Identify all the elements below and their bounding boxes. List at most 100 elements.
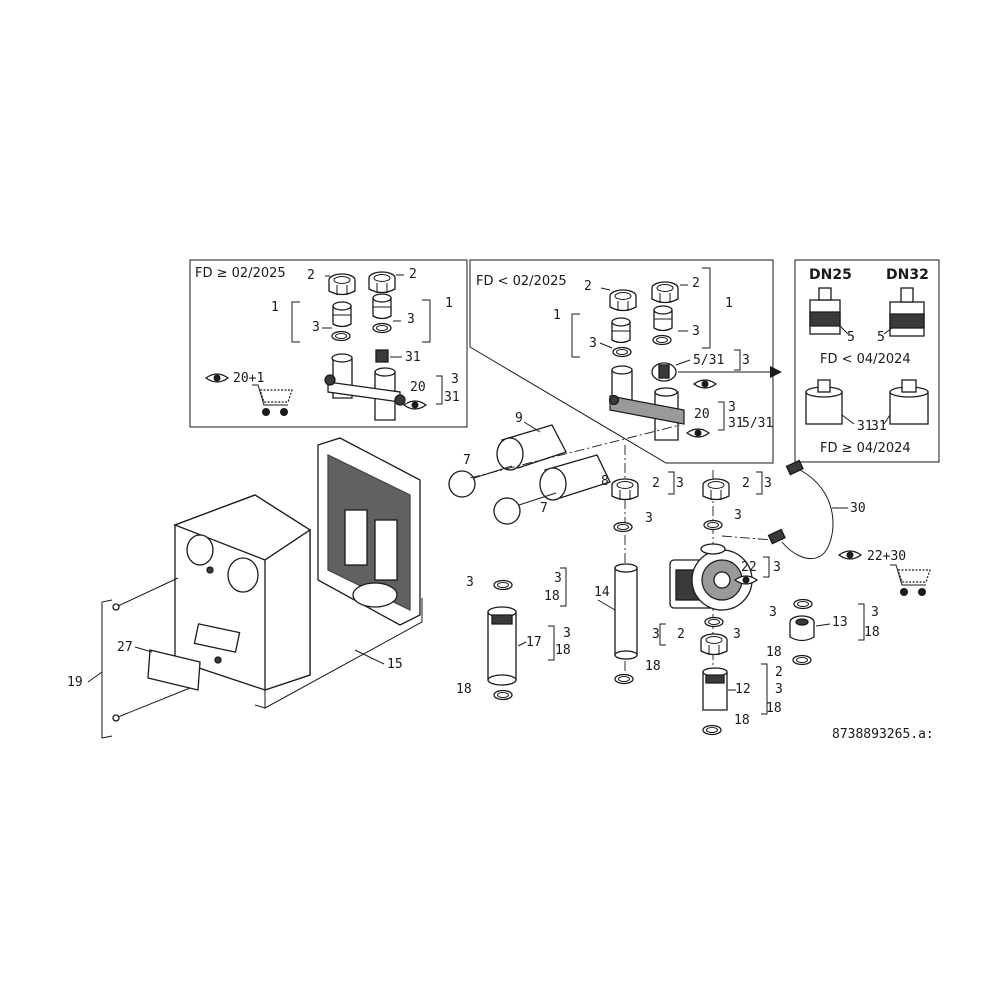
valve-assembly-icon <box>608 365 685 441</box>
svg-text:3: 3 <box>775 682 783 697</box>
svg-text:20: 20 <box>694 407 710 422</box>
svg-text:2: 2 <box>652 476 660 491</box>
svg-text:3: 3 <box>734 508 742 523</box>
cap-nut-icon <box>700 633 728 656</box>
fitting-icon <box>653 305 673 332</box>
seal-ring-icon <box>704 616 724 628</box>
svg-text:19: 19 <box>67 675 83 690</box>
svg-text:3: 3 <box>742 353 750 368</box>
valve-insert-dn25-new-icon <box>805 379 843 425</box>
eye-icon <box>205 373 229 383</box>
svg-text:13: 13 <box>832 615 848 630</box>
insulation-shell-icon <box>173 437 423 709</box>
seal-ring-icon <box>702 724 722 736</box>
svg-text:18: 18 <box>555 643 571 658</box>
svg-text:18: 18 <box>766 701 782 716</box>
svg-text:2: 2 <box>584 279 592 294</box>
svg-text:FD ≥ 04/2024: FD ≥ 04/2024 <box>820 441 911 456</box>
svg-text:31: 31 <box>444 390 460 405</box>
svg-text:18: 18 <box>645 659 661 674</box>
svg-text:20+1: 20+1 <box>233 371 264 386</box>
svg-text:30: 30 <box>850 501 866 516</box>
screw-icon <box>112 577 191 722</box>
svg-text:3: 3 <box>769 605 777 620</box>
svg-text:3: 3 <box>645 511 653 526</box>
seal-ring-icon <box>613 521 633 533</box>
svg-text:DN32: DN32 <box>886 267 929 283</box>
svg-text:3: 3 <box>589 336 597 351</box>
svg-text:3: 3 <box>312 320 320 335</box>
svg-text:31: 31 <box>405 350 421 365</box>
svg-text:1: 1 <box>553 308 561 323</box>
pipe-section-icon <box>487 606 517 686</box>
svg-text:31: 31 <box>857 419 873 434</box>
seal-ring-icon <box>614 673 634 685</box>
cap-nut-icon <box>328 273 356 296</box>
circulation-pump-icon <box>669 543 753 611</box>
svg-text:18: 18 <box>864 625 880 640</box>
seal-ring-icon <box>652 334 672 346</box>
pipe-section-icon <box>614 563 638 660</box>
valve-insert-dn25-icon <box>809 287 841 335</box>
svg-text:1: 1 <box>445 296 453 311</box>
cap-nut-icon <box>611 478 639 501</box>
seal-ring-icon <box>493 689 513 701</box>
svg-text:2: 2 <box>692 276 700 291</box>
fitting-icon <box>611 317 631 344</box>
inset-dn25-dn32: DN25 DN32 5 5 FD < 04/2024 31 31 FD <box>794 259 940 463</box>
svg-text:20: 20 <box>410 380 426 395</box>
svg-text:5: 5 <box>877 330 885 345</box>
document-number: 8738893265.a: <box>832 727 934 742</box>
seal-ring-icon <box>612 346 632 358</box>
cap-nut-icon <box>702 478 730 501</box>
arrow-right-icon <box>770 366 782 378</box>
valve-insert-dn32-new-icon <box>889 379 929 425</box>
svg-text:3: 3 <box>733 627 741 642</box>
svg-text:FD < 04/2024: FD < 04/2024 <box>820 352 911 367</box>
seal-ring-icon <box>493 579 513 591</box>
svg-text:22: 22 <box>741 560 757 575</box>
valve-insert-dn32-icon <box>889 287 925 337</box>
svg-text:3: 3 <box>773 560 781 575</box>
eye-icon <box>693 379 717 389</box>
svg-text:3: 3 <box>652 627 660 642</box>
svg-text:18: 18 <box>734 713 750 728</box>
svg-text:18: 18 <box>456 682 472 697</box>
pipe-section-icon <box>702 667 728 711</box>
svg-text:2: 2 <box>307 268 315 283</box>
svg-text:5: 5 <box>847 330 855 345</box>
svg-text:2: 2 <box>677 627 685 642</box>
inset-title: FD < 02/2025 <box>476 274 567 289</box>
svg-text:2: 2 <box>742 476 750 491</box>
svg-text:5/31: 5/31 <box>693 353 724 368</box>
union-nut-icon <box>789 615 815 642</box>
svg-text:17: 17 <box>526 635 542 650</box>
svg-text:27: 27 <box>117 640 133 655</box>
seal-ring-icon <box>793 598 813 610</box>
svg-text:DN25: DN25 <box>809 267 852 283</box>
seal-ring-icon <box>372 322 392 334</box>
svg-text:1: 1 <box>725 296 733 311</box>
svg-text:2: 2 <box>775 665 783 680</box>
cap-nut-icon <box>368 271 396 294</box>
svg-text:14: 14 <box>594 585 610 600</box>
svg-text:5/31: 5/31 <box>742 416 773 431</box>
svg-text:8: 8 <box>601 474 609 489</box>
inset-fd-ge-02-2025: FD ≥ 02/2025 2 2 1 1 3 3 31 20 3 31 20+1 <box>189 259 468 428</box>
svg-text:3: 3 <box>451 372 459 387</box>
seal-ring-icon <box>792 654 812 666</box>
shopping-cart-icon <box>251 384 293 417</box>
svg-text:1: 1 <box>271 300 279 315</box>
shopping-cart-icon <box>889 564 931 597</box>
svg-text:7: 7 <box>463 453 471 468</box>
cap-nut-icon <box>651 281 679 304</box>
eye-icon <box>838 550 862 560</box>
svg-text:31: 31 <box>728 416 744 431</box>
svg-text:3: 3 <box>764 476 772 491</box>
svg-text:9: 9 <box>515 411 523 426</box>
label-plate-icon <box>147 649 201 691</box>
fitting-icon <box>372 293 392 320</box>
svg-text:7: 7 <box>540 501 548 516</box>
thermometer-handle-icon <box>448 424 611 525</box>
